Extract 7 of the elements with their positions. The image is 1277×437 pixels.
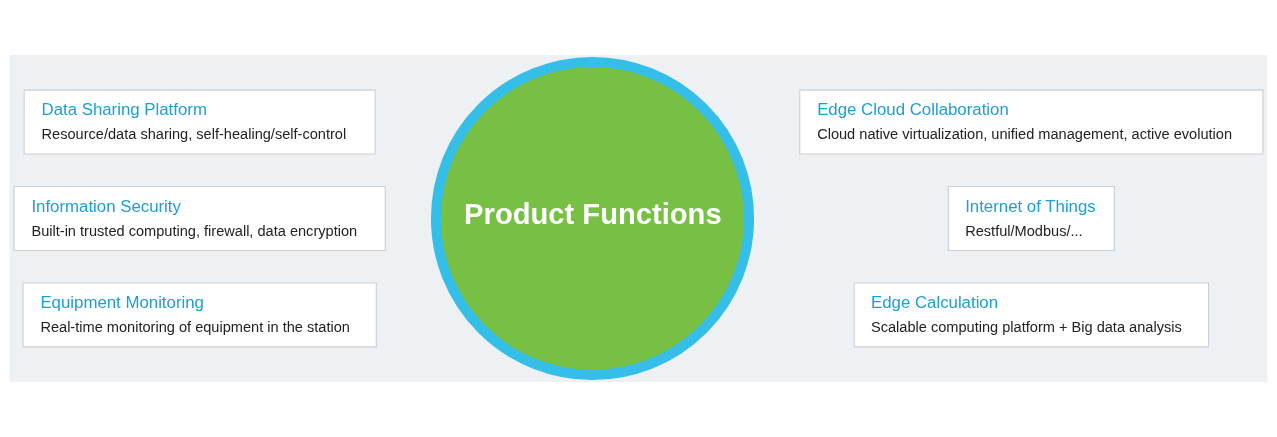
node-box: Data Sharing Platform Resource/data sharing, self-healing/self-control: [23, 89, 376, 155]
node-circle: Product Functions: [430, 56, 755, 381]
node-box: Internet of Things Restful/Modbus/...: [947, 186, 1115, 251]
node-box: Edge Calculation Scalable computing platform + Big data analysis: [853, 282, 1210, 348]
node-box: Equipment Monitoring Real-time monitoring of equipment in the station: [22, 282, 377, 348]
node-box: Edge Cloud Collaboration Cloud native virtualization, unified management, active evolution: [799, 89, 1264, 155]
node-box: Information Security Built-in trusted computing, firewall, data encryption: [13, 186, 386, 251]
